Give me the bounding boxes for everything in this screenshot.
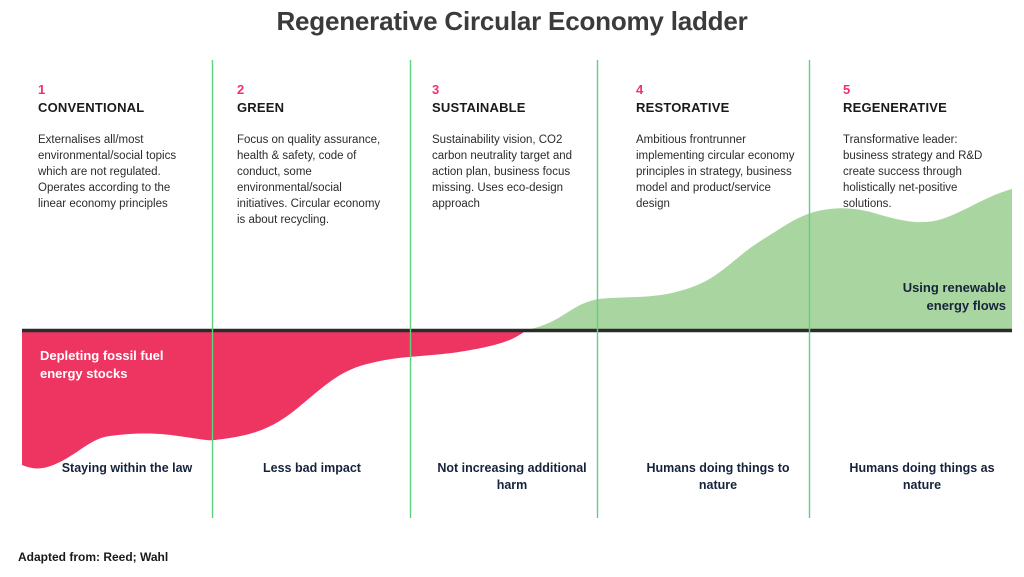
stage-body-1: Externalises all/most environmental/soci… (38, 134, 177, 210)
stage-body-3: Sustainability vision, CO2 carbon neutra… (432, 134, 573, 210)
stage-number-5: 5 (843, 82, 851, 97)
depleting-fossil-fuel-area (22, 330, 527, 469)
stage-number-2: 2 (237, 82, 245, 97)
annotation-green-line-1: Using renewable (902, 280, 1006, 295)
annotation-pink-line-1: Depleting fossil fuel (40, 348, 164, 363)
annotation-depleting-fossil-fuel: Depleting fossil fuel energy stocks (40, 347, 164, 383)
stage-heading-1: CONVENTIONAL (38, 100, 145, 115)
stage-block-2: 2 GREEN Focus on quality assurance, heal… (237, 83, 389, 228)
stage-number-1: 1 (38, 82, 46, 97)
stage-body-5: Transformative leader: business strategy… (843, 134, 983, 210)
renewable-energy-area (527, 189, 1012, 330)
stage-block-4: 4 RESTORATIVE Ambitious frontrunner impl… (636, 83, 796, 212)
stage-block-5: 5 REGENERATIVE Transformative leader: bu… (843, 83, 1001, 212)
stage-block-1: 1 CONVENTIONAL Externalises all/most env… (38, 83, 198, 212)
stage-heading-5: REGENERATIVE (843, 100, 948, 115)
stage-caption-5: Humans doing things as nature (849, 461, 995, 492)
annotation-green-line-2: energy flows (926, 298, 1006, 313)
stage-block-3: 3 SUSTAINABLE Sustainability vision, CO2… (432, 83, 600, 212)
stage-number-4: 4 (636, 82, 644, 97)
stage-heading-2: GREEN (237, 100, 285, 115)
stage-caption-3: Not increasing additional harm (437, 461, 587, 492)
stage-caption-4: Humans doing things to nature (646, 461, 790, 492)
stage-heading-3: SUSTAINABLE (432, 100, 526, 115)
stage-caption-1: Staying within the law (61, 461, 193, 475)
source-note: Adapted from: Reed; Wahl (18, 550, 169, 564)
stage-caption-2: Less bad impact (263, 461, 361, 475)
stage-heading-4: RESTORATIVE (636, 100, 730, 115)
stage-body-4: Ambitious frontrunner implementing circu… (636, 134, 795, 210)
annotation-pink-line-2: energy stocks (40, 366, 128, 381)
annotation-renewable-energy: Using renewable energy flows (903, 279, 1006, 315)
stage-body-2: Focus on quality assurance, health & saf… (237, 134, 381, 226)
page-title: Regenerative Circular Economy ladder (276, 6, 748, 36)
stage-number-3: 3 (432, 82, 440, 97)
